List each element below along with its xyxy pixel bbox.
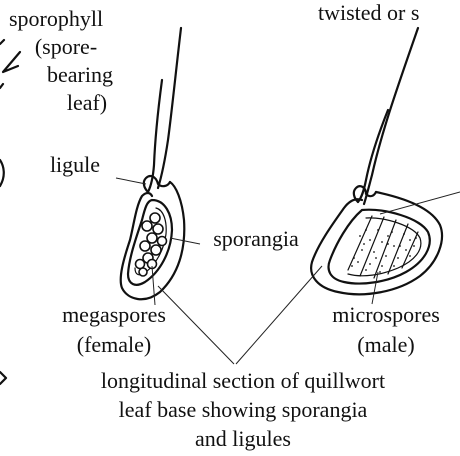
twisted-label: twisted or s (318, 0, 419, 25)
caption-leader-left (158, 286, 234, 364)
microspores-line-2: (male) (357, 332, 414, 357)
left-leaf (121, 28, 185, 299)
megaspores-label: megaspores (female) (62, 302, 166, 357)
left-leaf-outer-edge (158, 28, 181, 188)
ligule-label: ligule (50, 152, 100, 177)
megaspores-line-2: (female) (77, 332, 152, 357)
right-leaf (311, 28, 442, 294)
megaspores-leader (152, 266, 155, 305)
right-leaf-inner-edge (358, 110, 388, 202)
caption-line-2: leaf base showing sporangia (119, 397, 368, 422)
left-edge-fragments (0, 40, 20, 384)
caption-line-1: longitudinal section of quillwort (101, 368, 385, 393)
caption: longitudinal section of quillwort leaf b… (101, 368, 385, 451)
microspores-line-1: microspores (332, 302, 440, 327)
caption-leader-right (236, 266, 322, 364)
left-ligule (144, 176, 170, 192)
microspores-label: microspores (male) (332, 302, 440, 357)
megaspores-line-1: megaspores (62, 302, 166, 327)
sporophyll-line-2: (spore- (35, 34, 97, 59)
caption-line-3: and ligules (195, 426, 291, 451)
sporophyll-label: sporophyll (spore- bearing leaf) (9, 6, 113, 115)
sporophyll-line-1: sporophyll (9, 6, 103, 31)
microsporangium-trabeculae (348, 216, 418, 278)
right-leaf-outer-edge (364, 28, 418, 204)
sporangia-label: sporangia (213, 226, 299, 251)
ligule-leader (116, 178, 146, 184)
sporophyll-line-4: leaf) (67, 90, 107, 115)
sporophyll-line-3: bearing (47, 62, 113, 87)
